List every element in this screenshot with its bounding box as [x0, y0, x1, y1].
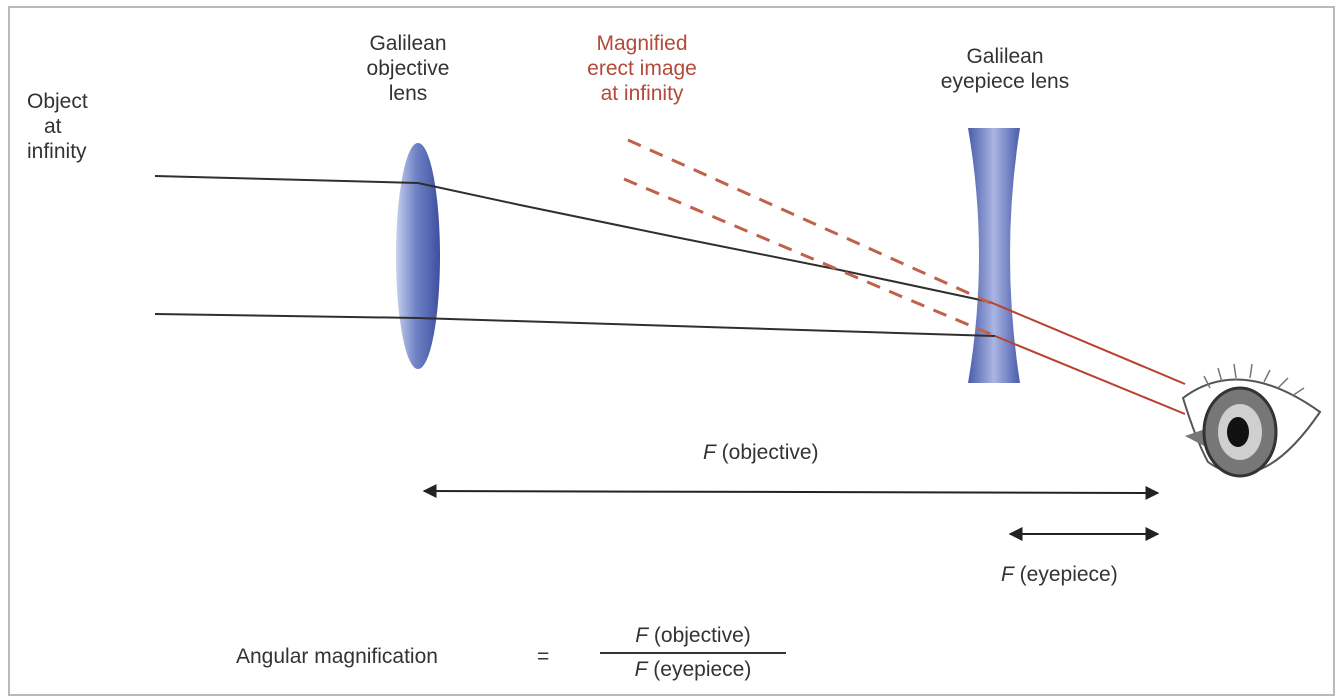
- objective-lens-shape: [396, 143, 440, 369]
- incoming-ray-top: [154, 175, 419, 184]
- fraction-bar: [600, 652, 786, 654]
- f-objective-arrow: [422, 484, 1160, 500]
- virtual-ray-top: [627, 138, 996, 307]
- f-objective-label: F (objective): [703, 441, 819, 464]
- f-eyepiece-label: F (eyepiece): [1001, 563, 1118, 586]
- converging-ray-bottom: [417, 317, 996, 337]
- formula-lhs: Angular magnification: [236, 645, 438, 668]
- formula-numerator: F (objective): [635, 624, 751, 647]
- virtual-ray-bottom: [623, 177, 996, 338]
- exit-ray-top: [989, 301, 1186, 385]
- image-label: Magnified erect image at infinity: [587, 32, 697, 105]
- formula-denominator: F (eyepiece): [634, 658, 752, 681]
- exit-ray-bottom: [994, 335, 1186, 415]
- eyepiece-lens-shape: [968, 128, 1020, 383]
- eye-icon: [1181, 363, 1322, 478]
- objective-lens-label: Galilean objective lens: [366, 32, 450, 105]
- formula-fraction: F (objective) F (eyepiece): [600, 622, 786, 684]
- incoming-ray-bottom: [154, 313, 419, 319]
- converging-ray-top: [417, 182, 991, 303]
- eyepiece-lens-label: Galilean eyepiece lens: [940, 45, 1070, 93]
- formula-equals: =: [537, 645, 550, 668]
- object-label: Object at infinity: [27, 90, 88, 163]
